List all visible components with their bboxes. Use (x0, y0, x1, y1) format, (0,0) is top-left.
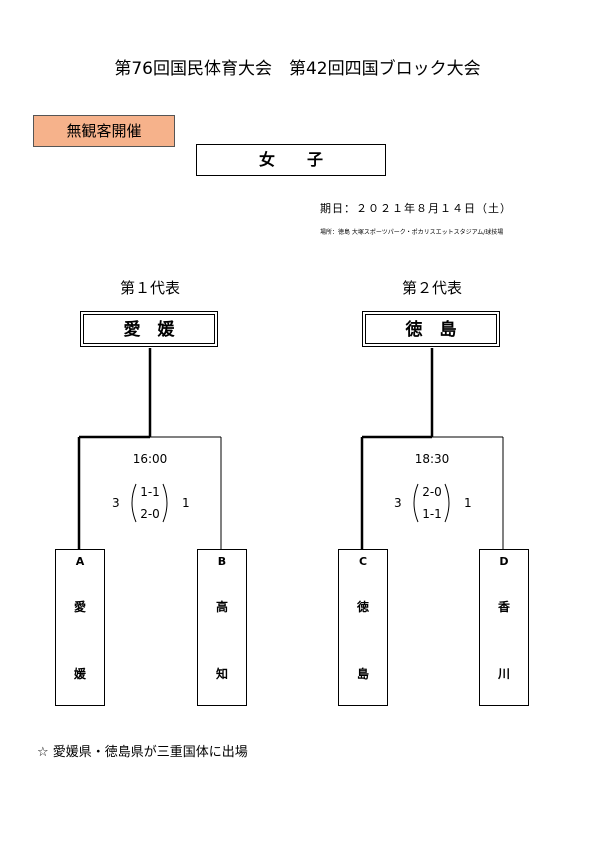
bracket1-winner-box: 愛 媛 (80, 311, 218, 347)
bracket2-winner-box: 徳 島 (362, 311, 500, 347)
bracket2-left-score: 3 (394, 496, 402, 510)
bracket2-match-time: 18:30 (414, 452, 450, 466)
bracket1-winner-name: 愛 媛 (83, 314, 215, 344)
bracket1-half1-score: 1-1 (140, 485, 160, 499)
bracket2-paren-right (444, 483, 450, 523)
bracket2-right-score: 1 (464, 496, 472, 510)
team-a-name-char1: 愛 (73, 600, 86, 614)
category-box: 女 子 (196, 144, 386, 176)
footnote: ☆ 愛媛県・徳島県が三重国体に出場 (37, 745, 248, 760)
no-spectators-badge: 無観客開催 (33, 115, 175, 147)
team-box-b: B 高 知 (197, 549, 247, 706)
bracket1-half2-score: 2-0 (140, 507, 160, 521)
team-a-letter: A (75, 555, 85, 568)
event-date: 期日：２０２１年８月１４日（土） (320, 202, 512, 215)
team-c-name-char1: 徳 (356, 600, 369, 614)
bracket1-right-score: 1 (182, 496, 190, 510)
bracket1-rep-label: 第１代表 (119, 279, 180, 297)
bracket1-paren-right (162, 483, 168, 523)
team-box-c: C 徳 島 (338, 549, 388, 706)
bracket2-half2-score: 1-1 (422, 507, 442, 521)
team-c-name-char2: 島 (356, 667, 369, 681)
bracket2-winner-name: 徳 島 (365, 314, 497, 344)
team-c-letter: C (358, 555, 368, 568)
team-box-a: A 愛 媛 (55, 549, 105, 706)
team-d-letter: D (499, 555, 509, 568)
bracket1-left-score: 3 (112, 496, 120, 510)
team-d-name-char2: 川 (497, 667, 510, 681)
bracket2-half1-score: 2-0 (422, 485, 442, 499)
team-b-name-char2: 知 (215, 667, 228, 681)
team-b-letter: B (217, 555, 227, 568)
bracket1-match-time: 16:00 (132, 452, 168, 466)
team-box-d: D 香 川 (479, 549, 529, 706)
team-b-name-char1: 高 (215, 600, 228, 614)
bracket1-paren-left (131, 483, 137, 523)
event-venue: 場所：徳島 大塚スポーツパーク・ポカリスエットスタジアム/球技場 (320, 229, 504, 236)
bracket2-paren-left (413, 483, 419, 523)
bracket2-rep-label: 第２代表 (401, 279, 462, 297)
team-d-name-char1: 香 (497, 600, 510, 614)
team-a-name-char2: 媛 (73, 667, 86, 681)
page-title: 第76回国民体育大会 第42回四国ブロック大会 (114, 59, 481, 79)
